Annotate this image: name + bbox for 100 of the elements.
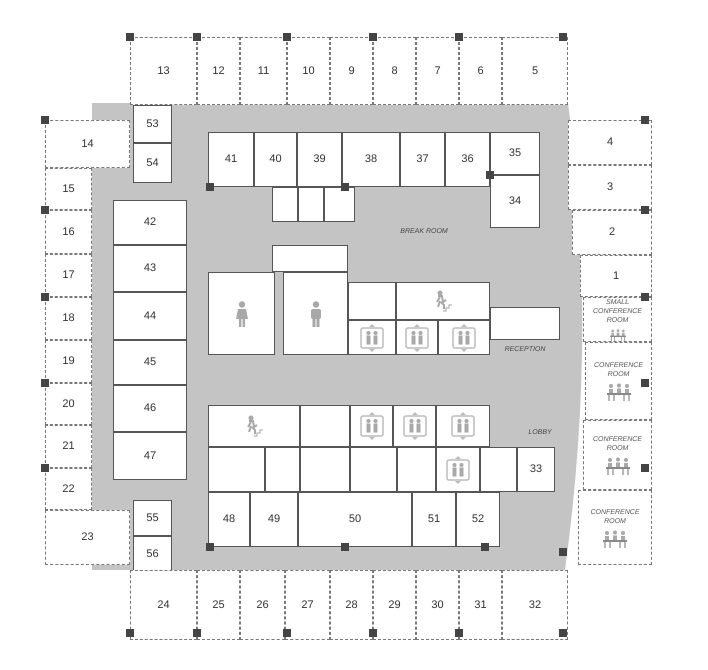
room bbox=[208, 405, 300, 447]
room bbox=[133, 536, 172, 572]
room bbox=[348, 282, 396, 320]
room bbox=[113, 200, 187, 245]
room-number: 13 bbox=[157, 64, 170, 79]
room-number: 35 bbox=[508, 146, 522, 162]
room-number: 1 bbox=[612, 268, 620, 284]
room bbox=[502, 37, 568, 105]
room bbox=[373, 570, 416, 640]
room bbox=[330, 570, 373, 640]
room-number: 45 bbox=[144, 355, 156, 370]
room bbox=[342, 132, 400, 187]
room bbox=[298, 492, 412, 547]
room bbox=[113, 292, 187, 340]
room bbox=[133, 143, 172, 183]
room-number: 52 bbox=[472, 512, 484, 528]
room-number: 56 bbox=[146, 546, 159, 562]
room bbox=[240, 37, 287, 105]
room-number: 20 bbox=[62, 396, 75, 412]
room bbox=[298, 187, 324, 222]
room bbox=[45, 340, 92, 383]
room bbox=[517, 447, 555, 492]
room bbox=[568, 165, 652, 210]
room-number: 39 bbox=[313, 152, 326, 168]
room bbox=[568, 120, 652, 165]
room bbox=[330, 37, 373, 105]
room bbox=[416, 37, 459, 105]
room-number: 46 bbox=[144, 401, 156, 416]
room-number: 53 bbox=[146, 116, 159, 132]
room bbox=[208, 447, 265, 492]
room bbox=[490, 307, 560, 340]
room bbox=[287, 37, 330, 105]
room bbox=[456, 492, 500, 547]
room bbox=[350, 447, 397, 492]
room-number: 54 bbox=[146, 156, 159, 171]
room-number: 17 bbox=[62, 268, 75, 284]
room bbox=[208, 492, 250, 547]
room-number: 22 bbox=[62, 482, 75, 497]
room bbox=[272, 245, 348, 272]
room-number: 29 bbox=[388, 598, 401, 613]
room-number: 37 bbox=[416, 152, 429, 168]
room-number: 33 bbox=[530, 462, 542, 478]
room bbox=[208, 132, 254, 187]
room-number: 40 bbox=[269, 152, 282, 168]
room-number: 51 bbox=[428, 512, 440, 528]
room bbox=[45, 468, 92, 510]
room bbox=[254, 132, 297, 187]
room bbox=[113, 432, 187, 480]
room-number: 34 bbox=[508, 194, 522, 210]
room bbox=[45, 510, 130, 565]
room bbox=[393, 405, 436, 447]
room bbox=[583, 420, 652, 490]
room bbox=[324, 187, 355, 222]
room bbox=[438, 320, 490, 355]
room bbox=[578, 490, 652, 565]
room-number: 16 bbox=[62, 224, 75, 240]
room bbox=[436, 447, 480, 492]
room bbox=[300, 405, 350, 447]
room bbox=[45, 383, 92, 425]
room-number: 28 bbox=[345, 598, 358, 613]
room-number: 38 bbox=[364, 152, 378, 168]
room-number: 19 bbox=[62, 354, 75, 370]
room bbox=[490, 132, 540, 175]
room-number: 55 bbox=[146, 510, 159, 526]
room-number: 23 bbox=[81, 530, 94, 546]
room bbox=[133, 105, 172, 143]
room-number: 25 bbox=[212, 598, 225, 613]
room bbox=[45, 120, 130, 168]
room-number: 31 bbox=[474, 598, 487, 613]
room bbox=[585, 342, 652, 420]
room-number: 9 bbox=[348, 64, 355, 79]
room bbox=[265, 447, 300, 492]
room bbox=[285, 570, 330, 640]
room bbox=[45, 168, 92, 210]
room bbox=[283, 272, 348, 355]
room-number: 12 bbox=[212, 64, 225, 79]
room-number: 43 bbox=[144, 261, 156, 276]
room bbox=[459, 570, 502, 640]
room bbox=[113, 385, 187, 432]
room bbox=[133, 500, 172, 536]
room bbox=[45, 254, 92, 297]
room bbox=[480, 447, 517, 492]
room bbox=[459, 37, 502, 105]
room bbox=[113, 340, 187, 385]
room-number: 44 bbox=[144, 308, 156, 324]
room bbox=[300, 447, 350, 492]
room-number: 3 bbox=[606, 180, 614, 196]
room-number: 27 bbox=[301, 598, 314, 613]
room-number: 4 bbox=[606, 135, 614, 150]
room bbox=[436, 405, 490, 447]
room-number: 50 bbox=[348, 512, 362, 528]
room bbox=[113, 245, 187, 292]
room bbox=[45, 425, 92, 468]
room-number: 32 bbox=[528, 598, 542, 613]
room-number: 26 bbox=[256, 598, 269, 613]
room-number: 30 bbox=[431, 598, 444, 613]
room bbox=[412, 492, 456, 547]
room bbox=[240, 570, 285, 640]
room bbox=[572, 210, 652, 255]
room bbox=[130, 37, 197, 105]
